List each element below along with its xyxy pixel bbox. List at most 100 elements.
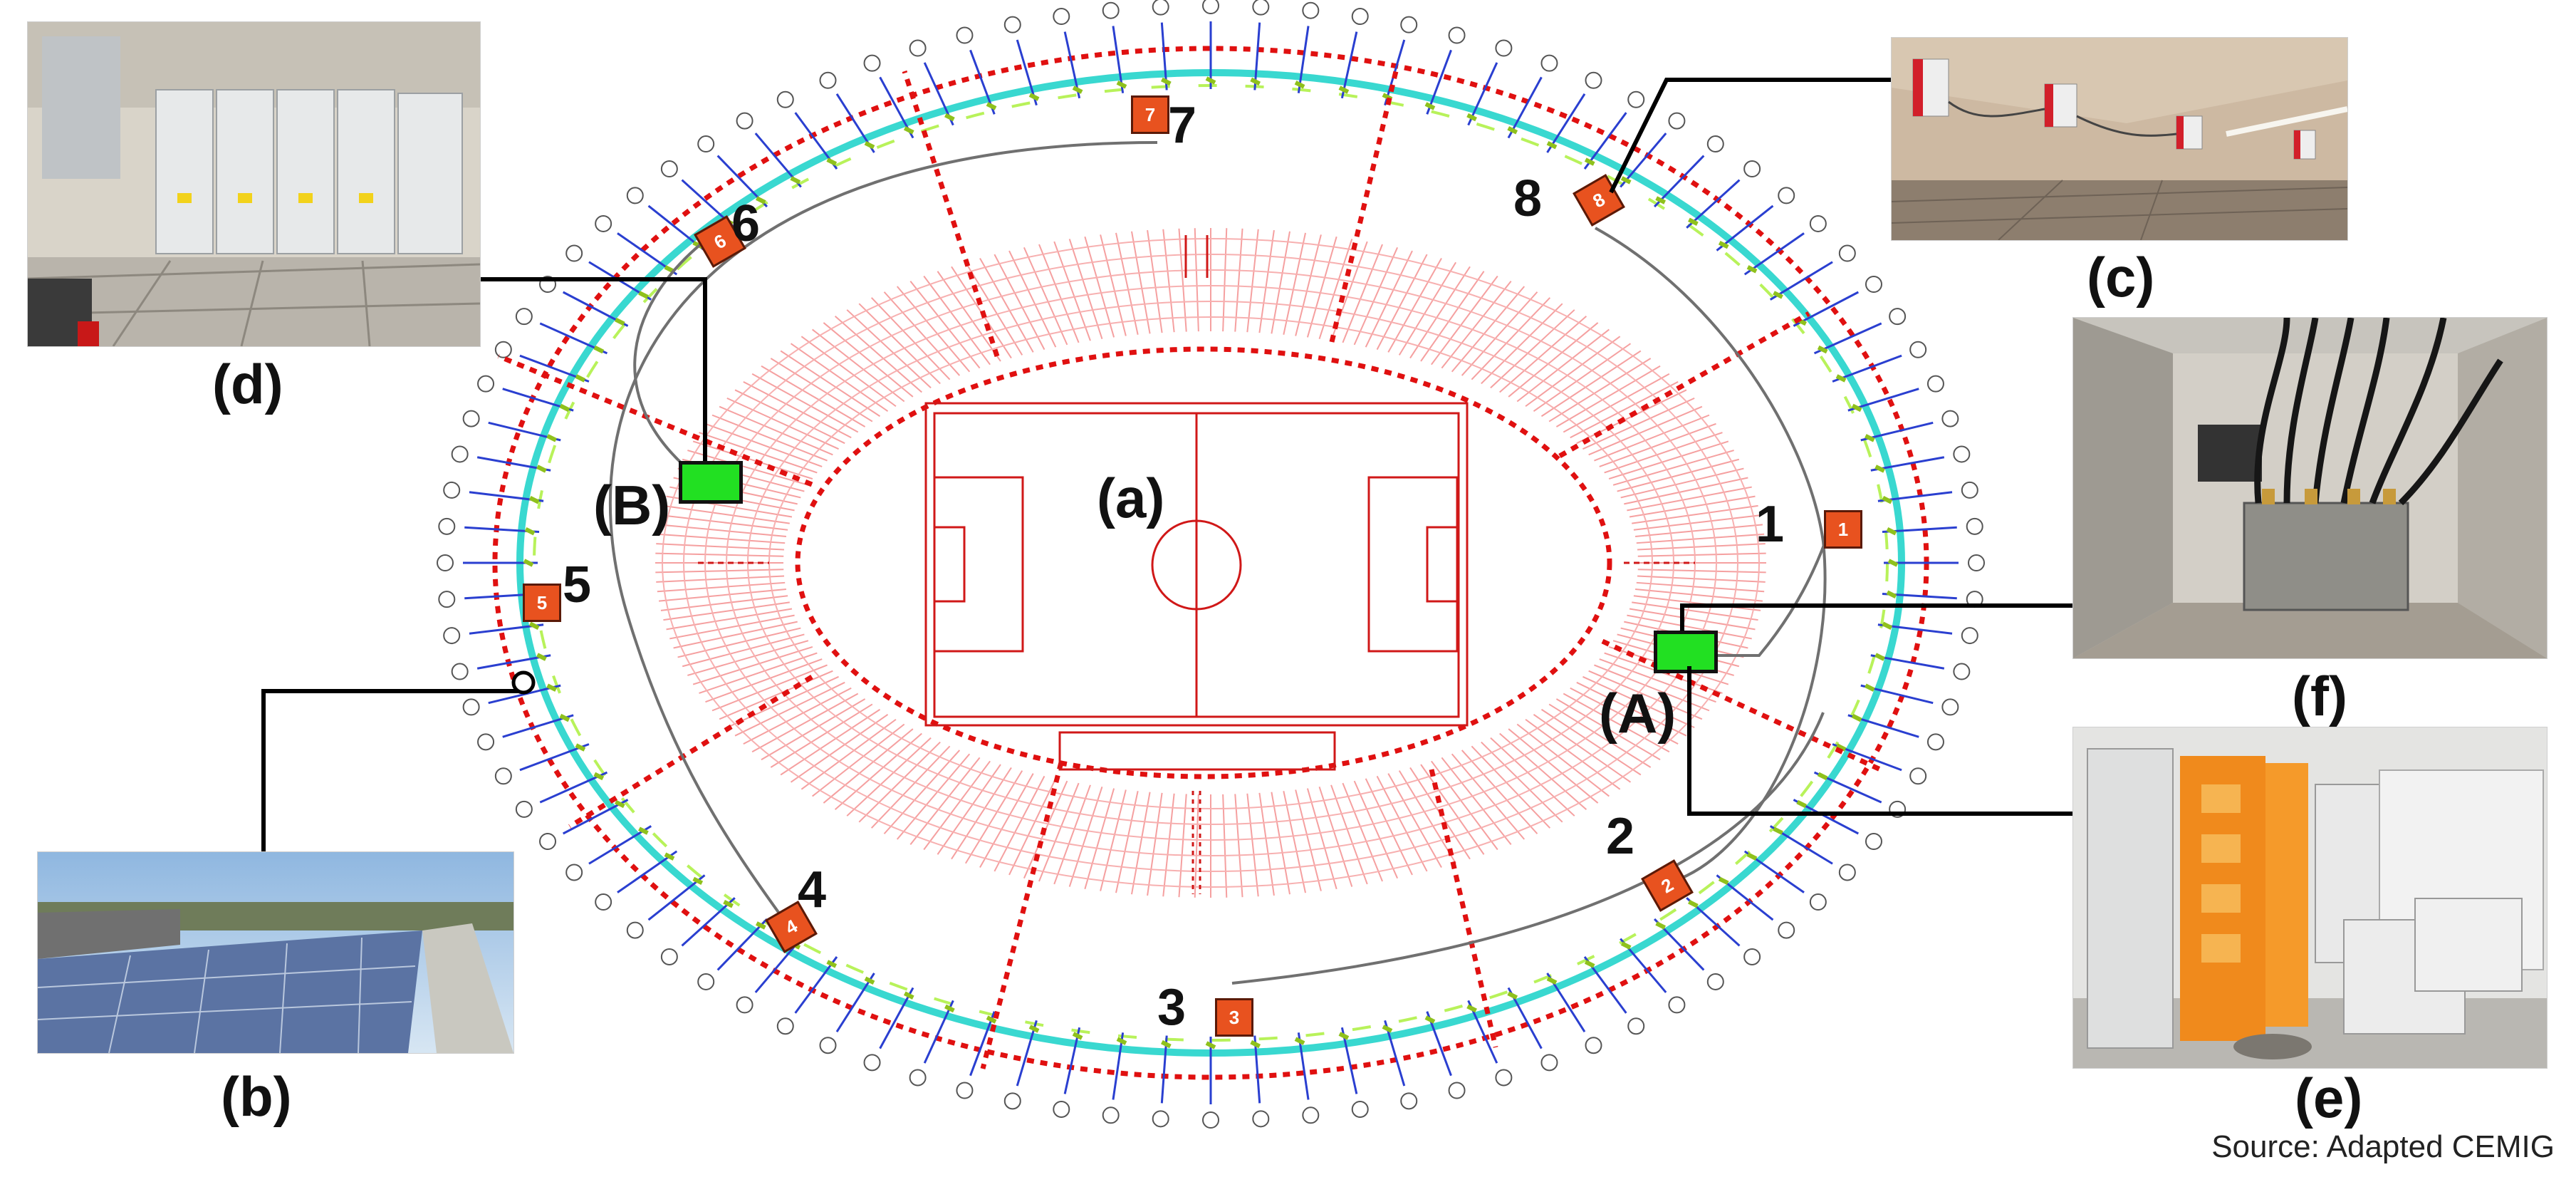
stand-row: [1633, 595, 1761, 611]
stand-row: [1481, 741, 1563, 823]
string-tap: [756, 196, 766, 204]
stand-row: [909, 757, 981, 846]
stand-row: [1471, 745, 1551, 829]
string-tap: [1882, 621, 1893, 631]
stand-row: [1053, 241, 1091, 341]
stand-row: [1508, 322, 1599, 398]
stand-row: [656, 575, 785, 583]
stand-row: [1636, 581, 1765, 593]
string-tap: [1874, 653, 1885, 661]
stand-row: [1540, 350, 1642, 418]
string-spoke: [1112, 1032, 1125, 1100]
stand-row: [1409, 266, 1471, 359]
string-tap: [1584, 960, 1595, 968]
label-d: (d): [212, 353, 283, 415]
string-node: [1809, 214, 1827, 232]
string-node: [863, 1054, 881, 1072]
string-spoke: [1507, 76, 1543, 139]
string-node: [626, 187, 644, 204]
stand-row: [790, 714, 889, 783]
stand-row: [994, 254, 1045, 351]
stand-row: [1525, 336, 1621, 408]
stand-tier: [662, 238, 1760, 888]
stand-row: [1548, 703, 1652, 768]
stand-row: [1632, 504, 1758, 524]
stand-row: [743, 687, 852, 745]
string-node: [1778, 187, 1795, 204]
stand-row: [1115, 232, 1139, 335]
stand-row: [660, 514, 788, 531]
substation-B: [679, 461, 743, 504]
stand-row: [1115, 791, 1139, 893]
string-node: [539, 833, 557, 850]
string-tap: [1773, 291, 1783, 299]
string-node: [1252, 1110, 1270, 1128]
stand-tier: [683, 254, 1738, 872]
string-tap: [1507, 991, 1518, 1000]
string-node: [1961, 481, 1978, 499]
string-tap: [615, 317, 625, 326]
stand-row: [1632, 601, 1758, 621]
string-spoke: [1340, 31, 1358, 99]
string-tap: [1835, 743, 1847, 752]
string-tap: [692, 876, 704, 886]
string-node: [1809, 893, 1827, 911]
radial-cable-routes: [497, 70, 1882, 1069]
string-tap: [986, 102, 997, 110]
stand-row: [1178, 794, 1187, 898]
stand-row: [1420, 271, 1485, 362]
stand-row: [770, 358, 873, 422]
string-tap: [1746, 852, 1758, 861]
stand-row: [1295, 789, 1322, 891]
stand-row: [1222, 228, 1228, 332]
stand-row: [751, 693, 859, 753]
string-spoke: [562, 799, 629, 835]
string-node: [819, 71, 837, 89]
string-node: [443, 481, 461, 499]
stand-row: [1258, 229, 1275, 333]
stand-row: [1637, 543, 1766, 551]
string-spoke: [716, 918, 768, 971]
stand-row: [1008, 250, 1057, 348]
string-spoke: [923, 1000, 954, 1064]
stand-row: [1563, 373, 1670, 433]
stand-row: [657, 533, 786, 544]
string-tap: [1886, 527, 1897, 536]
stand-row: [780, 708, 881, 776]
stand-row: [1023, 247, 1068, 346]
stand-row: [1100, 789, 1127, 891]
stand-row: [1604, 432, 1723, 474]
stand-row: [1588, 405, 1703, 456]
stand-row: [1627, 486, 1752, 512]
string-node: [1585, 71, 1602, 89]
string-spoke: [1813, 322, 1882, 355]
inverter-3: 3: [1215, 998, 1253, 1037]
stand-row: [1636, 533, 1765, 544]
stand-row: [1533, 714, 1632, 783]
string-tap: [1382, 1025, 1393, 1033]
stand-row: [1599, 658, 1716, 703]
stand-row: [1068, 787, 1103, 887]
stand-row: [1441, 280, 1512, 369]
string-node: [1941, 698, 1959, 716]
stand-row: [979, 257, 1034, 353]
string-spoke: [1686, 179, 1741, 229]
stand-row: [823, 728, 914, 804]
radial-route: [902, 70, 1000, 358]
string-tap: [1851, 403, 1862, 413]
string-node: [660, 160, 678, 178]
stand-row: [1441, 757, 1512, 846]
radial-route: [1601, 638, 1882, 772]
string-tap: [1835, 374, 1847, 383]
string-node: [697, 135, 715, 153]
string-spoke: [794, 956, 838, 1014]
stand-row: [870, 745, 951, 829]
string-tap: [559, 713, 570, 722]
string-node: [494, 341, 512, 358]
stand-row: [1295, 234, 1322, 336]
string-node: [1495, 1069, 1513, 1087]
stand-row: [666, 608, 793, 631]
string-tap: [1338, 85, 1350, 94]
string-node: [1102, 1106, 1120, 1124]
